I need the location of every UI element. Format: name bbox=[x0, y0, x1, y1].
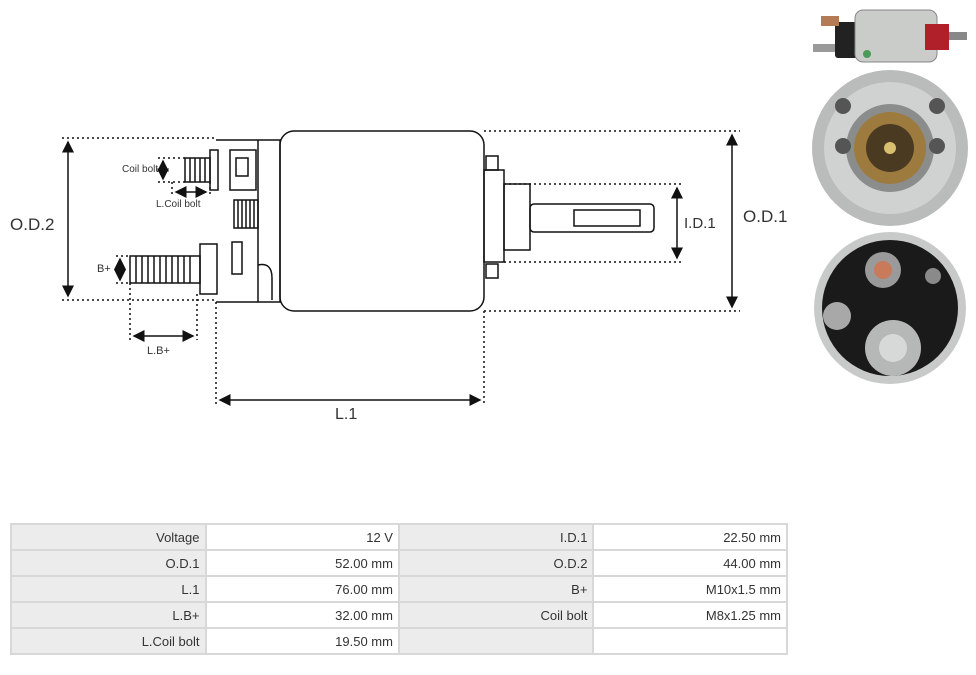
spec-value: 12 V bbox=[204, 523, 400, 551]
plunger bbox=[529, 203, 655, 233]
bplus-label: B+ bbox=[97, 263, 111, 275]
id1-label: I.D.1 bbox=[684, 215, 716, 232]
spec-value: 52.00 mm bbox=[204, 549, 400, 577]
spec-key: L.Coil bolt bbox=[10, 627, 207, 655]
spec-value bbox=[592, 627, 788, 655]
spec-value: 32.00 mm bbox=[204, 601, 400, 629]
spec-value: 44.00 mm bbox=[592, 549, 788, 577]
spec-value: M10x1.5 mm bbox=[592, 575, 788, 603]
solenoid-side-photo bbox=[813, 9, 967, 63]
spec-key: O.D.2 bbox=[397, 549, 595, 577]
spec-key: L.B+ bbox=[10, 601, 207, 629]
coil-bolt bbox=[184, 157, 211, 183]
spec-key: Voltage bbox=[10, 523, 207, 551]
spec-key: B+ bbox=[397, 575, 595, 603]
spec-value: 19.50 mm bbox=[204, 627, 400, 655]
solenoid-terminal-photo bbox=[814, 232, 966, 384]
solenoid-front-photo bbox=[812, 70, 968, 226]
od1-label: O.D.1 bbox=[743, 207, 787, 226]
coil-bolt-label: Coil bolt bbox=[122, 164, 158, 175]
od2-label: O.D.2 bbox=[10, 215, 54, 234]
technical-drawing: O.D.2 O.D.1 I.D.1 L.1 L.B+ B+ Coil bolt … bbox=[10, 130, 787, 423]
spec-key: L.1 bbox=[10, 575, 207, 603]
spec-value: 76.00 mm bbox=[204, 575, 400, 603]
l1-label: L.1 bbox=[335, 406, 357, 423]
spec-key: I.D.1 bbox=[397, 523, 595, 551]
spec-key: Coil bolt bbox=[397, 601, 595, 629]
solenoid-body bbox=[279, 130, 485, 312]
spec-value: M8x1.25 mm bbox=[592, 601, 788, 629]
l-coil-bolt-label: L.Coil bolt bbox=[156, 199, 201, 210]
spec-value: 22.50 mm bbox=[592, 523, 788, 551]
spec-key: O.D.1 bbox=[10, 549, 207, 577]
spec-key bbox=[397, 627, 595, 655]
lb-label: L.B+ bbox=[147, 345, 170, 357]
